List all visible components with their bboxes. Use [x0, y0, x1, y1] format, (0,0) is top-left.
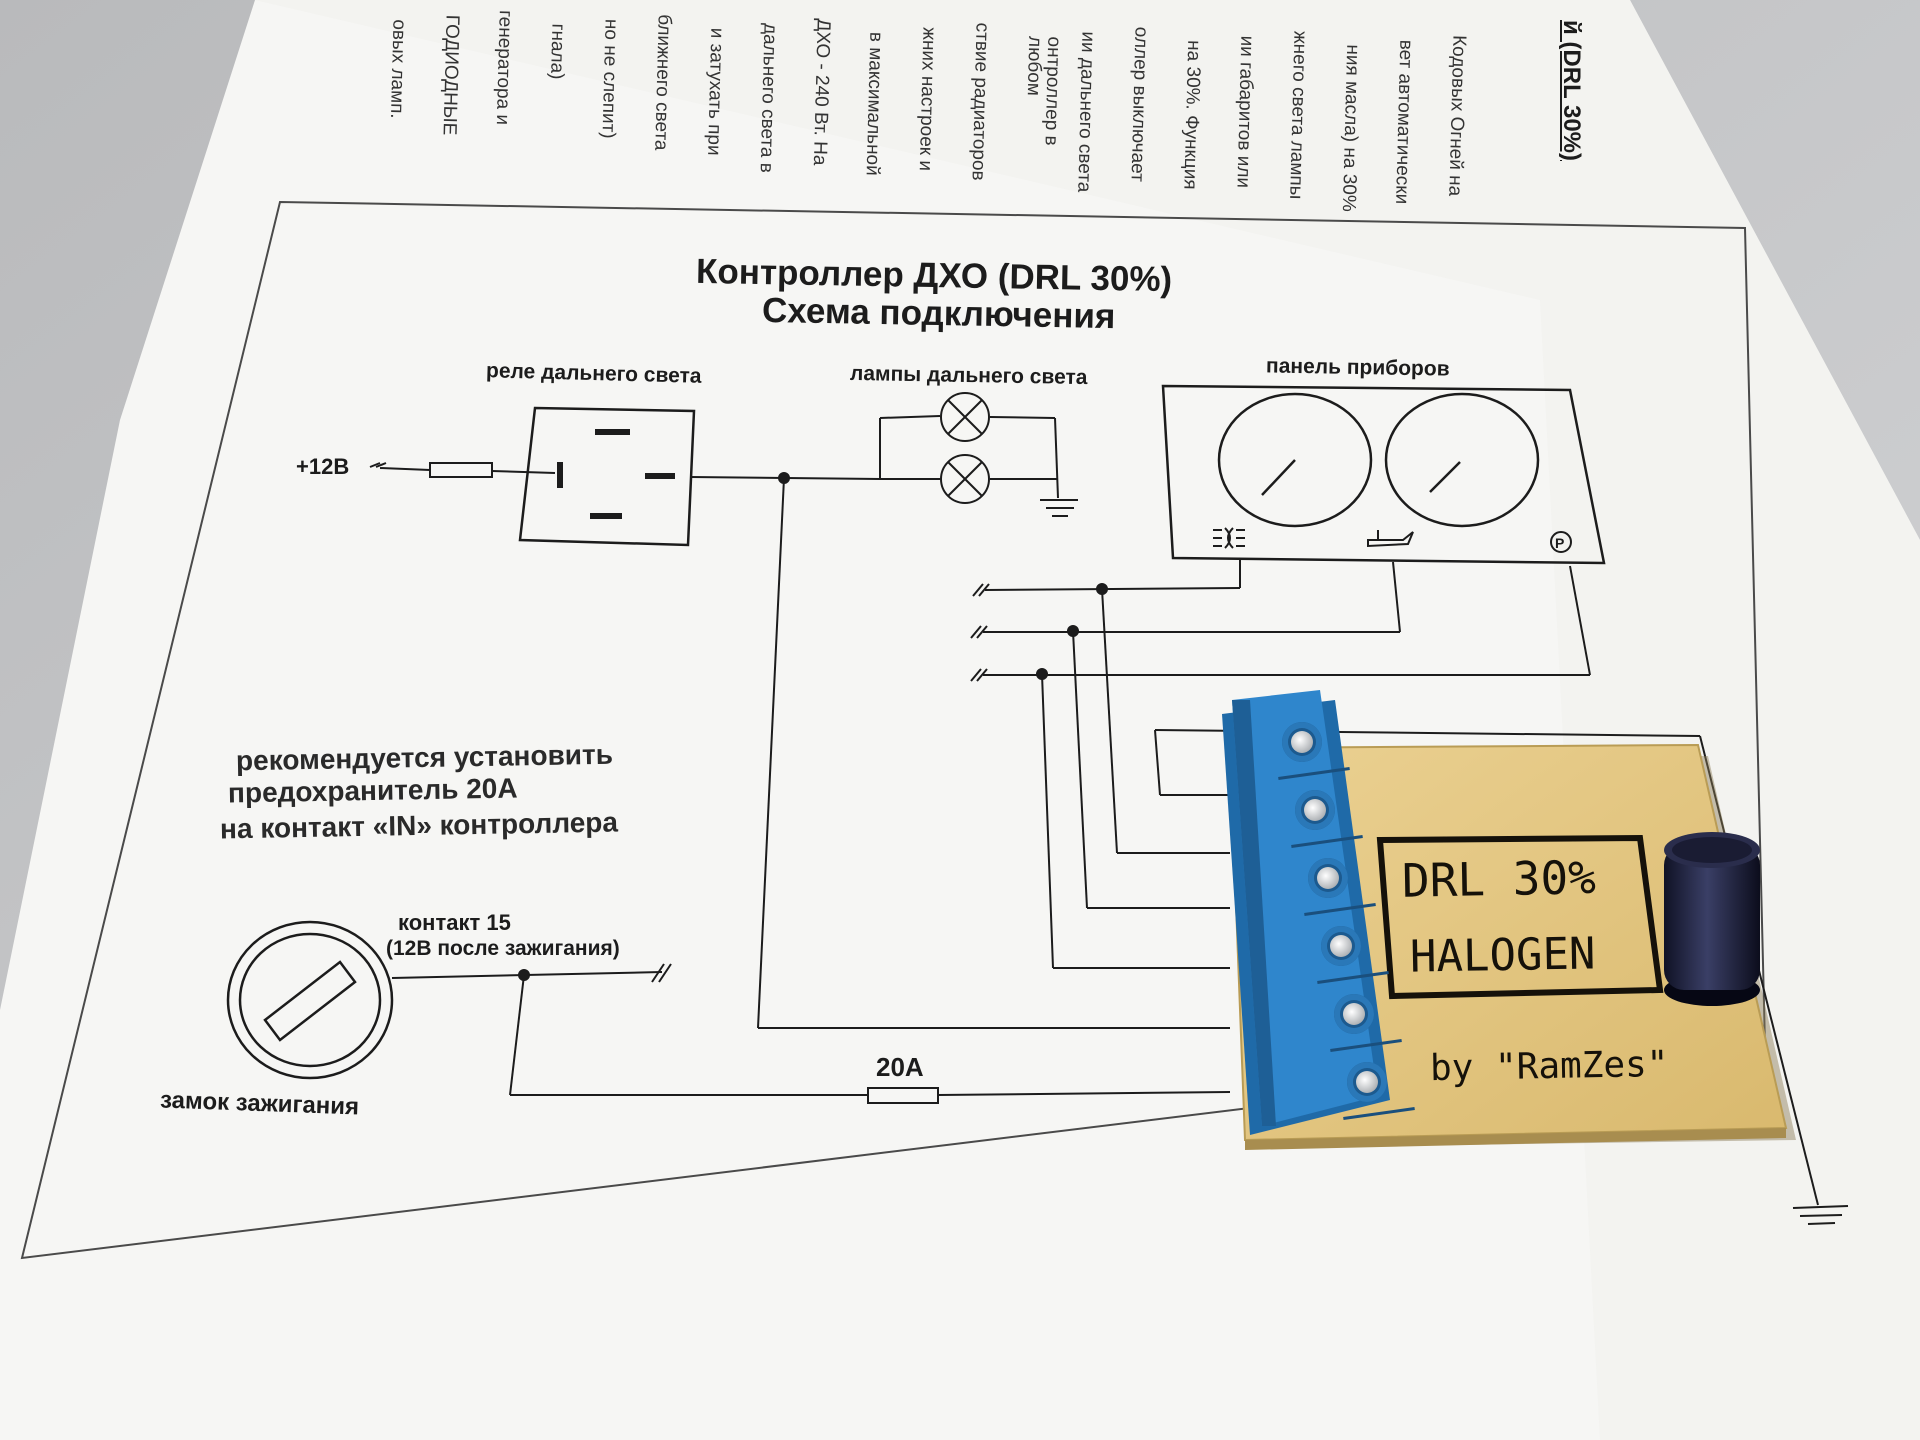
instrument-panel: P: [1161, 384, 1606, 565]
text-column: генератора и: [491, 9, 516, 126]
header-fragment: й (DRL 30%): [1558, 20, 1585, 161]
supply-label: +12В: [296, 454, 350, 479]
contact-label: контакт 15: [398, 910, 511, 935]
supply-wire: [369, 462, 556, 478]
text-column: жнего света лампы: [1285, 30, 1311, 200]
text-column: вет автоматически: [1391, 39, 1417, 205]
text-column: но не слепит): [597, 18, 622, 139]
text-column: дальнего света в: [755, 22, 781, 174]
fuse-wire: [391, 963, 1231, 1104]
text-column: ии дальнего света: [1073, 31, 1099, 193]
text-column: онтроллер в любом: [1022, 35, 1065, 146]
fuse-label: 20A: [876, 1052, 924, 1082]
oil-indicator-icon: [1367, 530, 1414, 548]
text-column: ствие радиаторов: [967, 22, 993, 181]
text-column: ГОДИОДНЫЕ: [438, 14, 463, 136]
svg-text:P: P: [1555, 535, 1564, 551]
text-column: ближнего света: [650, 14, 675, 151]
text-column: на 30%. Функция: [1179, 39, 1205, 190]
panel-label: панель приборов: [1265, 354, 1450, 381]
text-column: гнала): [546, 23, 569, 80]
fuse-symbol: [867, 1087, 939, 1104]
contact-note: (12В после зажигания): [386, 937, 620, 960]
ignition-lock: [226, 920, 394, 1080]
text-column: и затухать при: [703, 27, 728, 156]
board-signature: by "RamZes": [1429, 1043, 1669, 1090]
text-column: жних настроек и: [914, 26, 940, 172]
text-fragments: Кодовых Огней на вет автоматически ния мас…: [265, 0, 1569, 219]
text-column: овых ламп.: [385, 19, 410, 120]
parking-indicator-icon: P: [1550, 531, 1572, 553]
capacitor: [1664, 832, 1760, 1006]
wiring: [689, 392, 1230, 1029]
diagram-subtitle: Схема подключения: [761, 290, 1116, 337]
headlight-indicator-icon: [1213, 527, 1245, 549]
text-column: ния масла) на 30%: [1337, 44, 1364, 213]
recommend-line-2: предохранитель 20А: [227, 772, 518, 809]
board-label-line-2: HALOGEN: [1409, 928, 1596, 983]
lamps-label: лампы дальнего света: [849, 361, 1088, 390]
text-column: Кодовых Огней на: [1444, 34, 1470, 197]
text-column: оллер выключает: [1126, 26, 1152, 183]
board-label-line-1: DRL 30%: [1401, 850, 1597, 908]
relay-symbol: [518, 406, 696, 547]
text-column: ии габаритов или: [1232, 35, 1258, 189]
text-column: в максимальной: [861, 31, 887, 177]
recommend-line-1: рекомендуется установить: [235, 738, 614, 777]
label-box: [1376, 834, 1664, 1000]
text-column: ДХО - 240 Вт. На: [808, 18, 834, 166]
